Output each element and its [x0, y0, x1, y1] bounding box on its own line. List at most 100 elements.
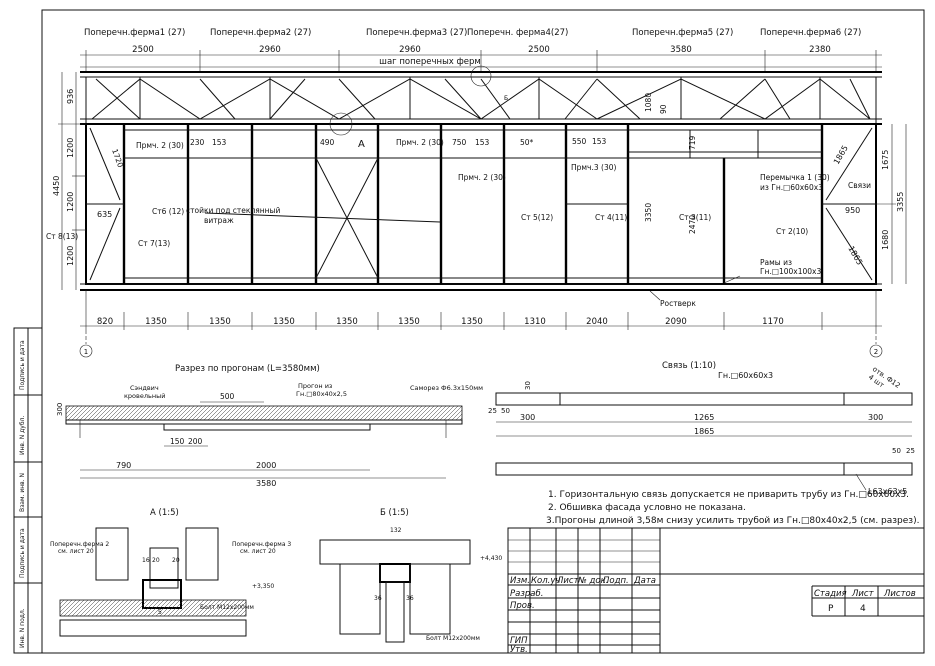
stamp-col-kol: Кол.уч	[531, 576, 560, 586]
detail-b-d36b: 36	[406, 595, 414, 602]
purlin-dim-150: 150	[170, 437, 185, 446]
brace-dim-30: 30	[524, 381, 532, 390]
purlin-dim-3580: 3580	[256, 479, 276, 488]
purlin-label-2: Гн.□80х40х2,5	[296, 390, 347, 398]
label-st2: Ст 2(10)	[776, 227, 808, 236]
left-dims: 936 1200 4450 1200 1200 635	[52, 89, 112, 266]
side-stamp-1: Подпись и дата	[19, 340, 26, 390]
dim-635: 635	[97, 210, 112, 219]
bottom-dim-4: 1350	[273, 317, 295, 327]
bottom-dim-11: 1170	[762, 317, 784, 327]
stamp-sheet-header: Лист	[851, 589, 875, 599]
label-prm2b: Прмч. 2 (30)	[396, 138, 444, 147]
dim-950: 950	[845, 206, 860, 215]
bottom-dim-3: 1350	[209, 317, 231, 327]
stamp-stage: Р	[828, 604, 834, 614]
top-dim-4: 2500	[528, 45, 550, 55]
detail-a-d20b: 20	[172, 557, 180, 564]
axis-1-marker	[79, 344, 93, 358]
side-stamp: Подпись и дата Инв. N дубл. Взам. инв. N…	[13, 327, 43, 654]
axis-2: 2	[874, 348, 878, 356]
callout-a	[329, 112, 353, 136]
label-ramy: Рамы из	[760, 258, 792, 267]
dim-490: 490	[320, 138, 335, 147]
label-svyazi: Связи	[848, 181, 871, 190]
label-st3: Ст 3(11)	[679, 213, 711, 222]
title-block: Изм. Кол.уч Лист № док. Подп. Дата Разра…	[507, 527, 925, 655]
callout-b	[470, 65, 492, 87]
detail-a-lvl: +3,350	[252, 583, 274, 590]
brace-profile: Гн.□60х60х3	[718, 371, 773, 380]
stamp-sheet: 4	[860, 604, 866, 614]
label-b: Б	[504, 95, 508, 102]
brace-dim-25: 25	[488, 407, 497, 415]
label-st4: Ст 4(11)	[595, 213, 627, 222]
dim-719: 719	[688, 135, 697, 150]
detail-a-title: А (1:5)	[150, 508, 179, 518]
note-3: 3.Прогоны длиной 3,58м снизу усилить тру…	[546, 516, 919, 526]
detail-a-bolt: Болт М12х200мм	[200, 604, 254, 611]
bottom-dim-6: 1350	[398, 317, 420, 327]
stamp-col-list: Лист	[556, 576, 580, 586]
detail-a-d16: 16	[142, 557, 150, 564]
top-dim-1: 2500	[132, 45, 154, 55]
truss-label-4: Поперечн. ферма4(27)	[467, 28, 568, 38]
truss-label-2: Поперечн.ферма2 (27)	[210, 28, 311, 38]
stamp-stage-header: Стадия	[814, 589, 847, 599]
dim-750: 750	[452, 138, 467, 147]
detail-a-l2b: см. лист 20	[240, 548, 276, 555]
axis-1: 1	[84, 348, 88, 356]
side-stamp-3: Взам. инв. N	[19, 473, 26, 512]
brace-dim-300a: 300	[520, 413, 535, 422]
dim-90: 90	[659, 104, 668, 114]
dim-550: 550	[572, 137, 587, 146]
brace-dim-50b: 50	[892, 447, 901, 455]
brace-dim-1265: 1265	[694, 413, 714, 422]
brace-dim-25b: 25	[906, 447, 915, 455]
notes: 1. Горизонтальную связь допускается не п…	[546, 490, 919, 526]
screw-label: Саморез Ф6.3х150мм	[410, 384, 483, 392]
main-elevation: Поперечн.ферма1 (27) Поперечн.ферма2 (27…	[46, 28, 907, 358]
label-per1b: из Гн.□60х60х3	[760, 183, 823, 192]
dim-153c: 153	[592, 137, 607, 146]
bottom-dim-10: 2090	[665, 317, 687, 327]
detail-a-d20a: 20	[152, 557, 160, 564]
side-stamp-2: Инв. N дубл.	[19, 416, 26, 455]
purlin-dim-200: 200	[188, 437, 203, 446]
label-per1: Перемычка 1 (30)	[760, 173, 830, 182]
top-dim-3: 2960	[399, 45, 421, 55]
dim-1200a: 1200	[66, 138, 75, 158]
label-vitrazh: витраж	[204, 216, 234, 225]
label-prm2a: Прмч. 2 (30)	[136, 141, 184, 150]
detail-a-l1: Поперечн.ферма 2	[50, 541, 109, 548]
dim-4450: 4450	[52, 176, 61, 196]
detail-b-lvl: +4,430	[480, 555, 502, 562]
bottom-dim-2: 1350	[145, 317, 167, 327]
dim-230: 230	[190, 138, 205, 147]
purlin-dim-500: 500	[220, 392, 235, 401]
axis-2-marker	[869, 344, 883, 358]
brace-bar	[495, 392, 913, 406]
stamp-row-gip: ГИП	[510, 636, 528, 646]
label-ramy2: Гн.□100х100х3	[760, 267, 821, 276]
stamp-row-razrab: Разраб.	[510, 589, 543, 599]
reinforcing-tube	[163, 423, 371, 431]
side-stamp-4: Подпись и дата	[19, 528, 26, 578]
detail-b-title: Б (1:5)	[380, 508, 409, 518]
brace-angle: L63х63х5	[868, 487, 907, 496]
label-st7: Ст 7(13)	[138, 239, 170, 248]
brace-angle-bar	[495, 462, 913, 476]
step-label: шаг поперечных ферм	[379, 57, 481, 67]
label-rostverk: Ростверк	[660, 299, 696, 308]
dim-1865-bot: 1865	[846, 245, 864, 267]
purlin-dim-300: 300	[56, 403, 64, 416]
sandwich-label: Сэндвич	[130, 384, 159, 392]
note-1: 1. Горизонтальную связь допускается не п…	[548, 490, 909, 500]
dim-1200b: 1200	[66, 192, 75, 212]
truss-label-6: Поперечн.ферма6 (27)	[760, 28, 861, 38]
label-stoiki: стойки под стеклянный	[186, 206, 280, 215]
label-st5: Ст 5(12)	[521, 213, 553, 222]
top-dim-5: 3580	[670, 45, 692, 55]
truss-label-5: Поперечн.ферма5 (27)	[632, 28, 733, 38]
